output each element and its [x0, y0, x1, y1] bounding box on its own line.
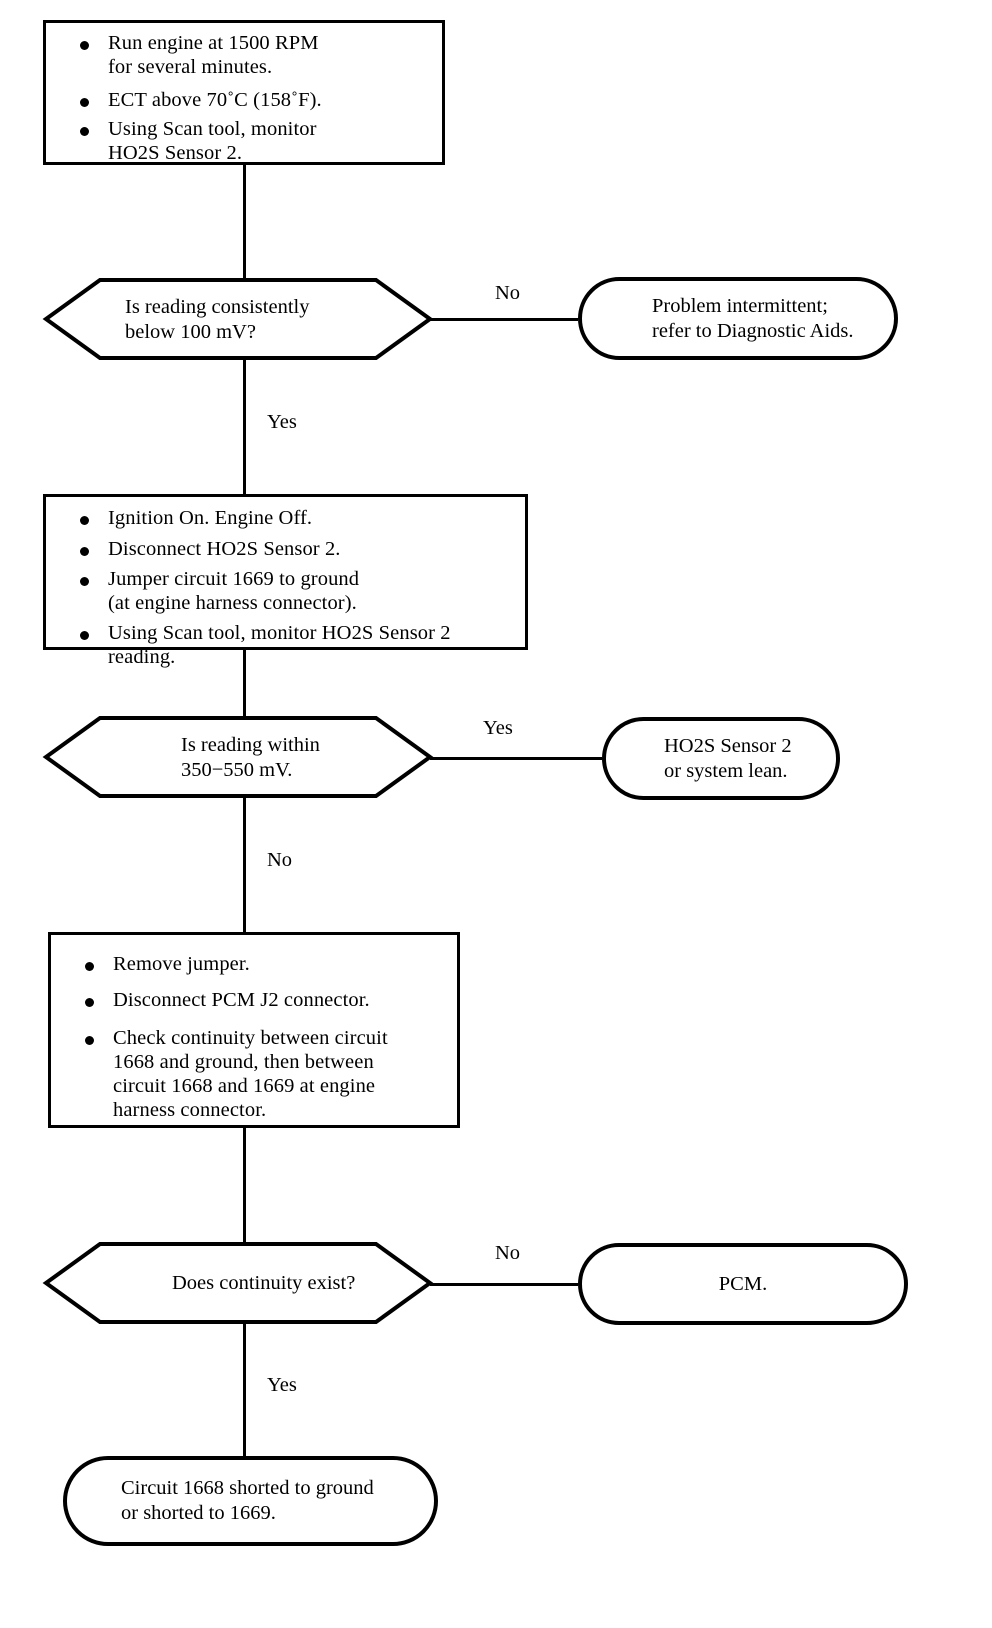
connector-decision1-no	[430, 318, 578, 321]
bullet-dot-icon	[80, 98, 89, 108]
decision-node-3: Does continuity exist?	[42, 1240, 434, 1326]
terminator-result3: PCM.	[578, 1243, 908, 1325]
bullet-text: Check continuity between circuit 1668 an…	[113, 1026, 388, 1121]
terminator-text: HO2S Sensor 2 or system lean.	[664, 734, 792, 782]
decision-node-1: Is reading consistently below 100 mV?	[42, 276, 434, 362]
bullet-dot-icon	[85, 962, 94, 972]
branch-label-decision1-yes: Yes	[267, 411, 297, 433]
bullet-item: Remove jumper.	[51, 953, 457, 977]
bullet-item: Disconnect PCM J2 connector.	[51, 989, 457, 1013]
branch-label-decision1-no: No	[495, 282, 521, 304]
bullet-list-step3: Remove jumper. Disconnect PCM J2 connect…	[51, 935, 457, 1123]
branch-label-decision3-no: No	[495, 1242, 521, 1264]
branch-label-decision2-no: No	[267, 849, 293, 871]
bullet-item: ECT above 70˚C (158˚F).	[46, 89, 442, 113]
branch-label-decision3-yes: Yes	[267, 1374, 297, 1396]
bullet-item: Check continuity between circuit 1668 an…	[51, 1027, 457, 1123]
decision-node-2: Is reading within 350−550 mV.	[42, 714, 434, 800]
connector-step3-to-decision3	[243, 1128, 246, 1242]
bullet-item: Run engine at 1500 RPM for several minut…	[46, 32, 442, 80]
branch-label-decision2-yes: Yes	[483, 717, 513, 739]
bullet-list-step2: Ignition On. Engine Off. Disconnect HO2S…	[46, 497, 525, 670]
bullet-dot-icon	[80, 631, 89, 641]
terminator-result4: Circuit 1668 shorted to ground or shorte…	[63, 1456, 438, 1546]
connector-decision2-yes	[430, 757, 602, 760]
terminator-text: Problem intermittent; refer to Diagnosti…	[652, 294, 854, 342]
decision-label: Does continuity exist?	[172, 1272, 356, 1294]
bullet-dot-icon	[80, 516, 89, 526]
bullet-dot-icon	[80, 41, 89, 51]
connector-decision3-no	[430, 1283, 578, 1286]
bullet-text: Using Scan tool, monitor HO2S Sensor 2.	[108, 117, 317, 164]
process-box-step3: Remove jumper. Disconnect PCM J2 connect…	[48, 932, 460, 1128]
terminator-text: Circuit 1668 shorted to ground or shorte…	[121, 1477, 374, 1524]
bullet-dot-icon	[85, 1036, 94, 1046]
connector-decision1-yes	[243, 360, 246, 494]
bullet-item: Disconnect HO2S Sensor 2.	[46, 538, 525, 562]
bullet-text: Disconnect PCM J2 connector.	[113, 988, 370, 1011]
terminator-result1: Problem intermittent; refer to Diagnosti…	[578, 277, 898, 360]
bullet-item: Ignition On. Engine Off.	[46, 507, 525, 531]
decision-label: Is reading consistently below 100 mV?	[125, 296, 310, 343]
bullet-item: Using Scan tool, monitor HO2S Sensor 2.	[46, 118, 442, 166]
bullet-text: Ignition On. Engine Off.	[108, 507, 313, 529]
bullet-text: Run engine at 1500 RPM for several minut…	[108, 32, 319, 78]
connector-step1-to-decision1	[243, 165, 246, 278]
terminator-text: PCM.	[718, 1272, 768, 1295]
bullet-dot-icon	[80, 127, 89, 137]
bullet-dot-icon	[80, 547, 89, 557]
decision-label: Is reading within 350−550 mV.	[181, 734, 320, 781]
process-box-step2: Ignition On. Engine Off. Disconnect HO2S…	[43, 494, 528, 668]
bullet-text: Disconnect HO2S Sensor 2.	[108, 537, 341, 560]
bullet-dot-icon	[80, 577, 89, 587]
process-box-step1: Run engine at 1500 RPM for several minut…	[43, 20, 445, 165]
bullet-dot-icon	[85, 998, 94, 1008]
connector-decision3-yes	[243, 1324, 246, 1458]
bullet-item: Jumper circuit 1669 to ground (at engine…	[46, 568, 525, 616]
bullet-list-step1: Run engine at 1500 RPM for several minut…	[46, 23, 442, 166]
connector-step2-to-decision2	[243, 650, 246, 716]
bullet-text: Remove jumper.	[113, 953, 250, 975]
bullet-text: Jumper circuit 1669 to ground (at engine…	[108, 567, 360, 614]
bullet-item: Using Scan tool, monitor HO2S Sensor 2 r…	[46, 622, 525, 670]
bullet-text: Using Scan tool, monitor HO2S Sensor 2 r…	[108, 621, 451, 668]
connector-decision2-no	[243, 798, 246, 932]
terminator-result2: HO2S Sensor 2 or system lean.	[602, 717, 840, 800]
bullet-text: ECT above 70˚C (158˚F).	[108, 88, 322, 111]
